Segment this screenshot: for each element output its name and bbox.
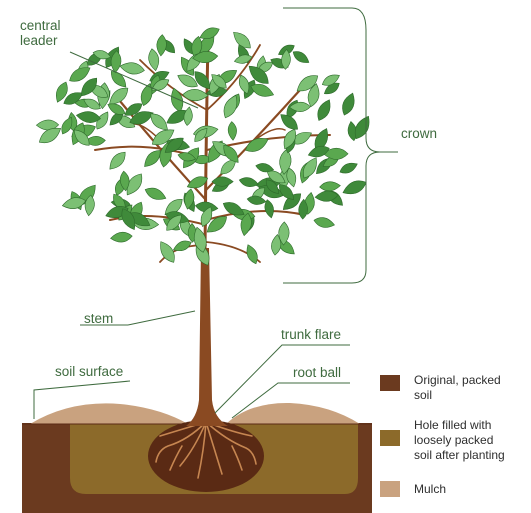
- legend-label-filled-soil: Hole filled with loosely packed soil aft…: [414, 418, 505, 463]
- leaf: [106, 149, 129, 173]
- legend-swatch-filled-soil: [380, 430, 400, 446]
- leaf: [183, 106, 194, 126]
- legend-label-mulch: Mulch: [414, 482, 446, 497]
- central-leader-label: central leader: [20, 18, 61, 48]
- leaf: [339, 91, 357, 117]
- stem-label: stem: [84, 311, 113, 326]
- leaf: [233, 53, 253, 65]
- crown-label: crown: [401, 126, 437, 141]
- leaf: [291, 48, 311, 66]
- leaf: [238, 176, 259, 189]
- leaf: [313, 216, 336, 230]
- trunk-flare-label: trunk flare: [281, 327, 341, 342]
- stem-line: [128, 311, 195, 325]
- leaf: [143, 185, 168, 203]
- leaf: [110, 231, 133, 243]
- leaf: [319, 181, 340, 192]
- leaf: [212, 177, 233, 187]
- leaf: [338, 160, 359, 176]
- leaf: [247, 195, 267, 206]
- leaf: [244, 243, 261, 266]
- soil-surface-label: soil surface: [55, 364, 123, 379]
- mulch-left: [30, 403, 188, 424]
- trunk: [186, 248, 228, 426]
- crown-bracket: [283, 8, 380, 283]
- leaf: [156, 34, 167, 56]
- leaf: [228, 121, 238, 140]
- legend-swatch-mulch: [380, 481, 400, 497]
- leaf: [168, 87, 185, 114]
- mulch-right: [226, 403, 360, 424]
- root-ball-label: root ball: [293, 365, 341, 380]
- leaf: [183, 89, 209, 101]
- legend-swatch-packed-soil: [380, 375, 400, 391]
- leaf: [119, 61, 145, 76]
- leaf: [341, 177, 369, 198]
- legend-label-packed-soil: Original, packed soil: [414, 373, 501, 403]
